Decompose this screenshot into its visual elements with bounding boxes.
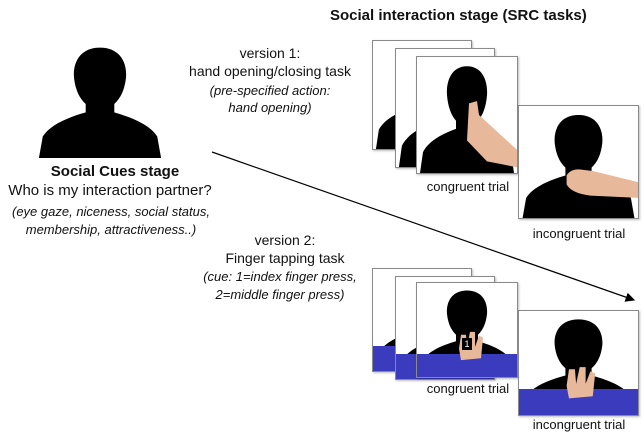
social-cues-details-1: (eye gaze, niceness, social status, <box>12 204 210 219</box>
tapping-hand-icon <box>566 367 596 399</box>
version2-note-2: 2=middle finger press) <box>215 287 345 302</box>
finger-cue-digit: 1 <box>462 338 472 350</box>
social-cues-question: Who is my interaction partner? <box>8 182 212 199</box>
v2-congruent-caption: congruent trial <box>426 381 510 396</box>
version2-label: version 2: <box>254 232 316 248</box>
version1-note-1: (pre-specified action: <box>209 83 331 98</box>
version1-label: version 1: <box>239 45 301 61</box>
v1-incongruent-caption: incongruent trial <box>532 226 626 241</box>
v1-congruent-card <box>416 56 518 174</box>
social-cues-details-2: membership, attractiveness..) <box>25 222 197 237</box>
v2-incongruent-caption: incongruent trial <box>532 417 626 432</box>
version1-note-2: hand opening) <box>228 100 312 115</box>
tapping-hand-icon <box>459 331 483 361</box>
social-interaction-stage-title: Social interaction stage (SRC tasks) <box>330 7 587 24</box>
open-hand-icon <box>467 101 517 168</box>
version2-task: Finger tapping task <box>225 250 345 266</box>
v1-incongruent-card <box>518 105 639 219</box>
v2-congruent-card: 1 <box>416 282 518 378</box>
version1-task: hand opening/closing task <box>189 63 351 79</box>
social-cues-title: Social Cues stage <box>50 163 180 180</box>
closed-fist-icon <box>566 169 638 198</box>
version2-note-1: (cue: 1=index finger press, <box>203 269 357 284</box>
v2-incongruent-card <box>518 310 639 416</box>
v1-congruent-caption: congruent trial <box>426 179 510 194</box>
